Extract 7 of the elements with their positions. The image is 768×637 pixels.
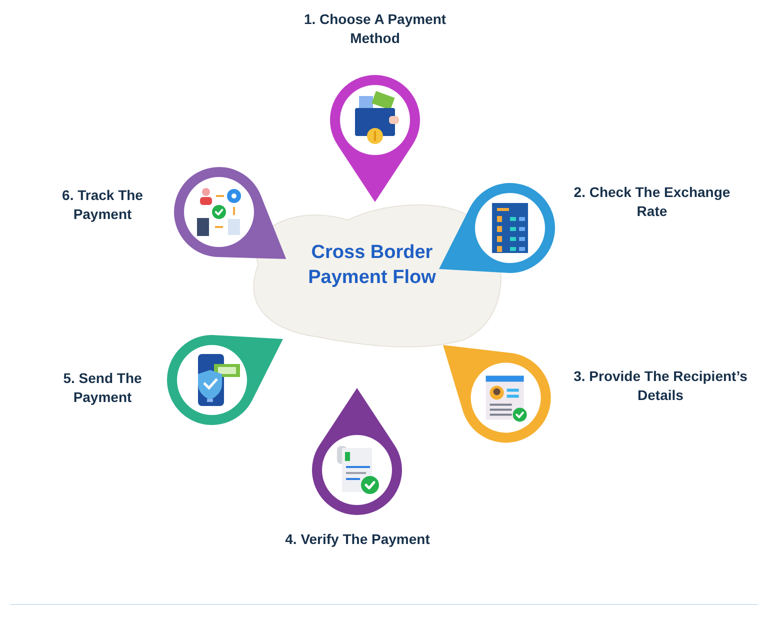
center-title: Cross Border Payment Flow [307,241,437,290]
step-label: 2. Check The Exchange Rate [572,183,732,221]
step-label: 1. Choose A Payment Method [302,10,448,48]
step-label: 5. Send The Payment [62,369,143,407]
step-label: 3. Provide The Recipient’s Details [572,366,748,405]
step-label: 6. Track The Payment [61,186,144,224]
step-label: 4. Verify The Payment [284,530,431,549]
